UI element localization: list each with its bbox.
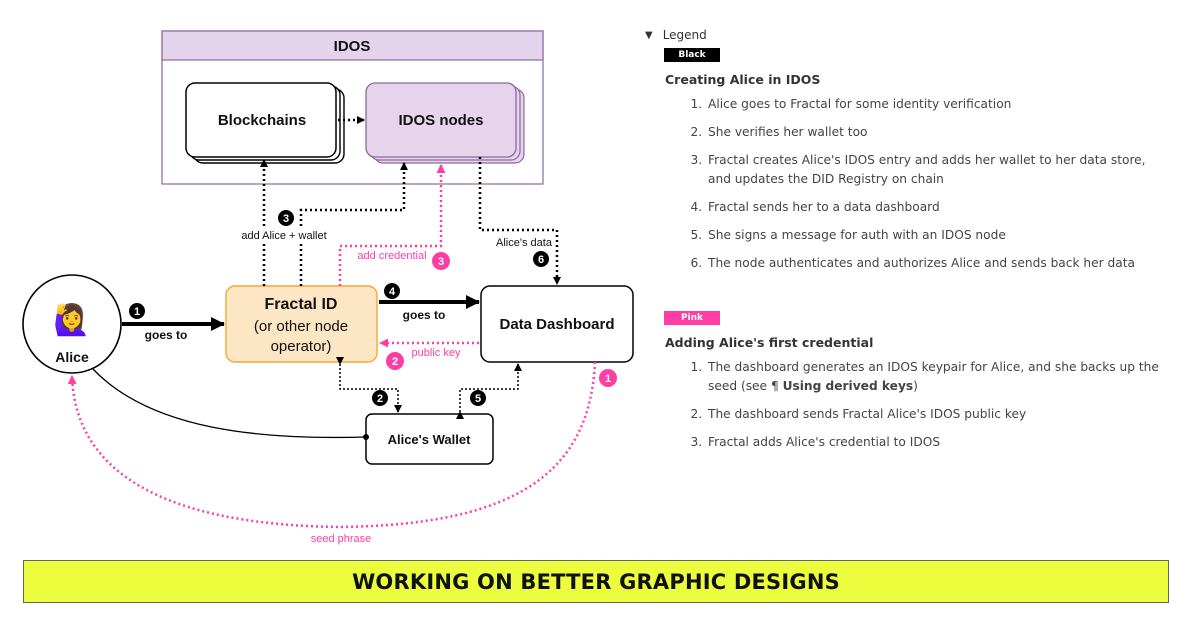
- step-6-badge: [533, 251, 549, 267]
- seed-phrase-label: seed phrase: [311, 533, 372, 545]
- list-item: The dashboard sends Fractal Alice's IDOS…: [706, 405, 1165, 424]
- triangle-down-icon[interactable]: ▼: [645, 29, 653, 41]
- idos-nodes-label: IDOS nodes: [398, 112, 483, 129]
- nodes-to-dashboard-arrow: [478, 157, 561, 285]
- legend-toggle[interactable]: ▼ Legend: [645, 28, 1165, 42]
- pink-step-3-badge: [432, 252, 450, 270]
- fractal-id-box: Fractal ID (or other node operator): [225, 285, 378, 363]
- step-3-label: 3: [283, 213, 289, 225]
- add-credential-arrow: [338, 164, 446, 286]
- step-2-badge: [372, 390, 388, 406]
- pink-step-2-label: 2: [392, 356, 398, 368]
- pink-step-3-label: 3: [438, 256, 444, 268]
- fractal-sub1: (or other node: [254, 318, 348, 335]
- pink-step-1-label: 1: [605, 373, 611, 385]
- step-5-label: 5: [475, 393, 481, 405]
- dashboard-label: Data Dashboard: [499, 316, 614, 333]
- list-item: She signs a message for auth with an IDO…: [706, 226, 1165, 245]
- legend-panel: ▼ Legend Black Creating Alice in IDOS Al…: [645, 28, 1165, 461]
- data-dashboard-box: Data Dashboard: [480, 285, 634, 363]
- pink-step-2-badge: [386, 352, 404, 370]
- architecture-diagram: IDOS Blockchains IDOS nodes 🙋‍♀️ Alice F…: [22, 30, 634, 545]
- goes-to-label-1: goes to: [145, 328, 188, 342]
- pink-tag: Pink: [664, 311, 720, 325]
- goes-to-label-4: goes to: [403, 308, 446, 322]
- list-item: The dashboard generates an IDOS keypair …: [706, 358, 1165, 396]
- black-steps-list: Alice goes to Fractal for some identity …: [645, 95, 1165, 273]
- add-alice-wallet-label: add Alice + wallet: [241, 230, 326, 242]
- black-tag: Black: [664, 48, 720, 62]
- step-2-label: 2: [377, 393, 383, 405]
- pilcrow-icon: ¶: [770, 379, 779, 393]
- add-credential-label: add credential: [357, 250, 426, 262]
- fractal-wallet-arrow: [336, 357, 402, 413]
- step-1-label: 1: [134, 306, 140, 318]
- pink-item1-text: The dashboard generates an IDOS keypair …: [708, 360, 1159, 393]
- alice-node: 🙋‍♀️ Alice: [22, 274, 122, 374]
- list-item: Alice goes to Fractal for some identity …: [706, 95, 1165, 114]
- alices-wallet-box: Alice's Wallet: [365, 413, 494, 465]
- fractal-sub2: operator): [271, 338, 332, 355]
- step-5-badge: [470, 390, 486, 406]
- legend-toggle-label: Legend: [662, 28, 707, 42]
- alice-emoji: 🙋‍♀️: [53, 302, 90, 337]
- blockchains-label: Blockchains: [218, 112, 306, 129]
- list-item: She verifies her wallet too: [706, 123, 1165, 142]
- alices-data-label: Alice's data: [496, 237, 553, 249]
- seed-phrase-arrow: [67, 361, 597, 529]
- blockchains-box: Blockchains: [185, 82, 345, 164]
- alice-label: Alice: [55, 349, 89, 365]
- list-item: Fractal adds Alice's credential to IDOS: [706, 433, 1165, 452]
- alice-wallet-link: [91, 367, 367, 439]
- public-key-label: public key: [412, 347, 461, 359]
- derived-keys-link[interactable]: Using derived keys: [782, 379, 914, 393]
- idos-nodes-box: IDOS nodes: [365, 82, 525, 164]
- step-1-badge: [129, 303, 145, 319]
- pink-steps-list: The dashboard generates an IDOS keypair …: [645, 358, 1165, 452]
- step-4-badge: [384, 283, 400, 299]
- fractal-title: Fractal ID: [265, 296, 338, 313]
- alice-wallet-link-dot: [363, 434, 369, 440]
- banner: WORKING ON BETTER GRAPHIC DESIGNS: [23, 560, 1169, 603]
- list-item: Fractal sends her to a data dashboard: [706, 198, 1165, 217]
- step-4-label: 4: [389, 286, 396, 298]
- list-item: The node authenticates and authorizes Al…: [706, 254, 1165, 273]
- wallet-dashboard-arrow: [456, 363, 522, 419]
- pink-item1-suffix: ): [913, 379, 918, 393]
- pink-section-title: Adding Alice's first credential: [665, 335, 874, 350]
- pink-step-1-badge: [599, 369, 617, 387]
- step-3-badge: [278, 210, 294, 226]
- list-item: Fractal creates Alice's IDOS entry and a…: [706, 151, 1165, 189]
- step-6-label: 6: [538, 254, 544, 266]
- wallet-label: Alice's Wallet: [388, 432, 471, 447]
- idos-title: IDOS: [334, 38, 371, 55]
- black-section-title: Creating Alice in IDOS: [665, 72, 821, 87]
